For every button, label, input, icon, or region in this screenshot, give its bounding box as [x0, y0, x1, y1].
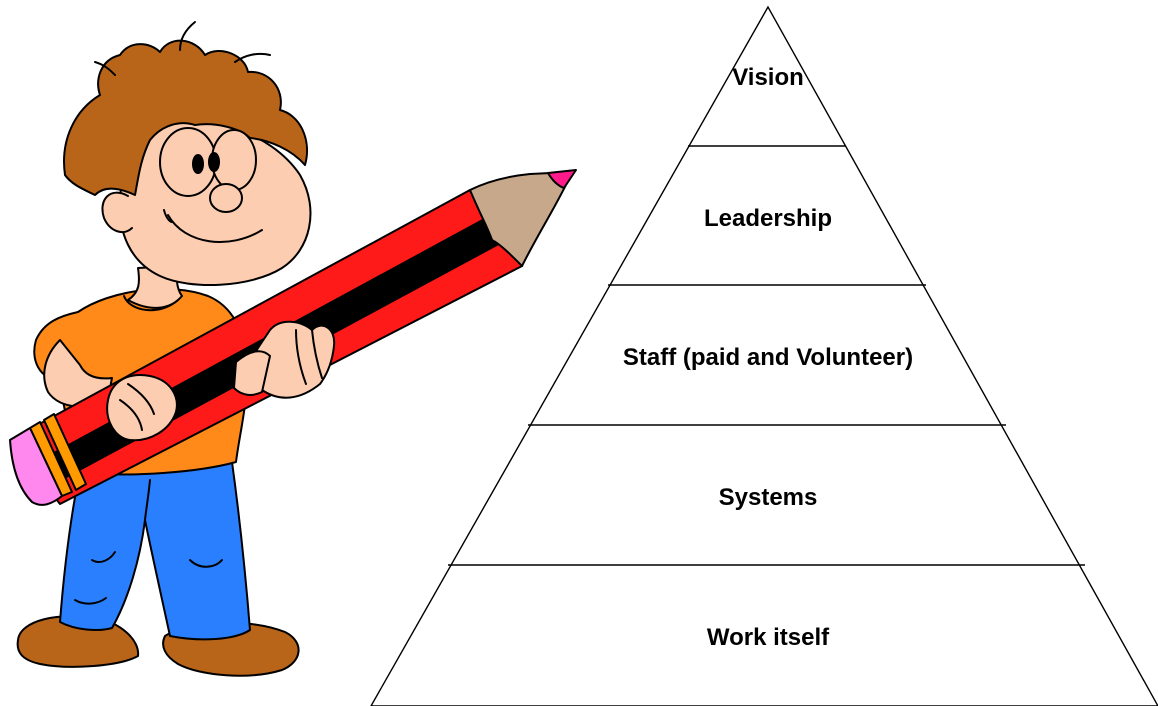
- pyramid-level-leadership: Leadership: [704, 205, 832, 232]
- pyramid-level-staff: Staff (paid and Volunteer): [623, 344, 913, 371]
- boy-with-pencil-icon: [9, 21, 577, 677]
- pyramid-outline: [370, 5, 1158, 706]
- pyramid-level-systems: Systems: [719, 484, 818, 511]
- head-icon: [63, 21, 312, 287]
- pyramid: Vision Leadership Staff (paid and Volunt…: [370, 5, 1158, 706]
- pyramid-level-work-itself: Work itself: [707, 624, 830, 651]
- pyramid-level-vision: Vision: [732, 64, 804, 91]
- shoe-icon: [16, 615, 300, 677]
